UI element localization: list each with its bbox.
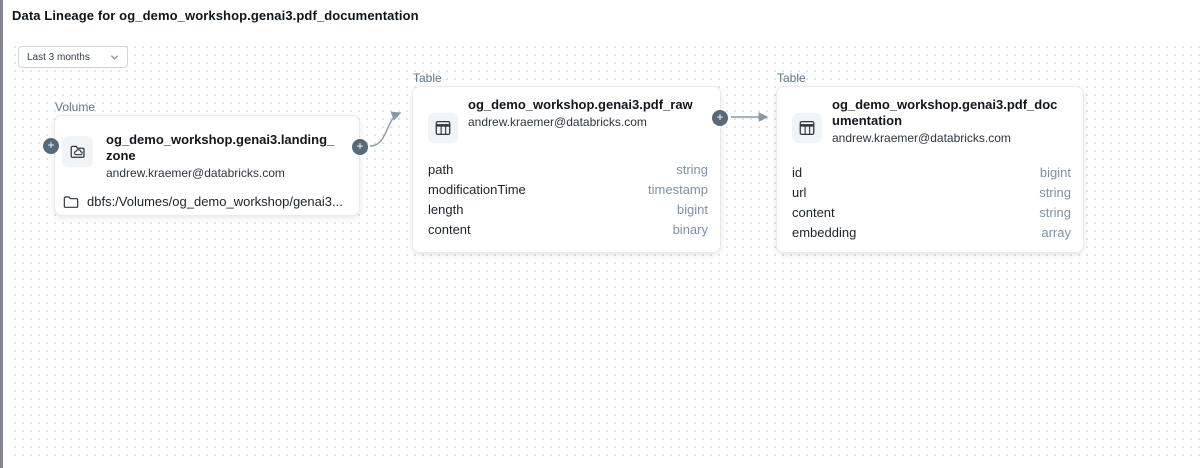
edge-volume-to-pdf-raw	[369, 111, 402, 147]
node-header: og_demo_workshop.genai3.landing_zone and…	[55, 116, 359, 181]
column-row[interactable]: embedding array	[792, 224, 1071, 240]
node-title: og_demo_workshop.genai3.landing_zone	[106, 132, 335, 163]
column-row[interactable]: path string	[428, 161, 708, 177]
time-filter-value: Last 3 months	[27, 51, 90, 63]
node-owner: andrew.kraemer@databricks.com	[468, 115, 647, 129]
column-row[interactable]: modificationTime timestamp	[428, 181, 708, 197]
expand-upstream-button[interactable]: +	[43, 138, 59, 154]
node-kind-label-volume: Volume	[55, 100, 96, 114]
column-row[interactable]: id bigint	[792, 164, 1071, 180]
volume-path-row: dbfs:/Volumes/og_demo_workshop/genai3...	[55, 194, 359, 209]
table-icon	[428, 113, 458, 143]
lineage-node-volume[interactable]: + + og_demo_workshop.genai3.landing_zone…	[43, 115, 368, 216]
folder-icon	[63, 195, 79, 208]
column-row[interactable]: length bigint	[428, 201, 708, 217]
column-row[interactable]: content binary	[428, 221, 708, 237]
lineage-node-pdf-raw[interactable]: + og_demo_workshop.genai3.pdf_raw andrew…	[412, 86, 728, 253]
node-owner: andrew.kraemer@databricks.com	[832, 131, 1011, 145]
node-title: og_demo_workshop.genai3.pdf_raw	[468, 97, 693, 112]
window-left-edge	[0, 0, 3, 468]
volume-path: dbfs:/Volumes/og_demo_workshop/genai3...	[87, 194, 343, 209]
node-owner: andrew.kraemer@databricks.com	[106, 166, 285, 180]
lineage-node-pdf-documentation[interactable]: og_demo_workshop.genai3.pdf_documentatio…	[776, 86, 1084, 253]
chevron-down-icon	[111, 54, 118, 60]
expand-downstream-button[interactable]: +	[352, 139, 368, 155]
page-header: Data Lineage for og_demo_workshop.genai3…	[12, 8, 419, 23]
column-list: id bigint url string content string embe…	[777, 162, 1083, 242]
column-row[interactable]: content string	[792, 204, 1071, 220]
column-row[interactable]: url string	[792, 184, 1071, 200]
page-title: Data Lineage for og_demo_workshop.genai3…	[12, 8, 419, 23]
node-header: og_demo_workshop.genai3.pdf_raw andrew.k…	[413, 87, 720, 143]
node-header: og_demo_workshop.genai3.pdf_documentatio…	[777, 87, 1083, 146]
volume-icon	[62, 136, 93, 167]
time-filter-dropdown[interactable]: Last 3 months	[18, 46, 128, 68]
expand-downstream-button[interactable]: +	[712, 110, 728, 126]
table-icon	[792, 113, 822, 143]
column-list: path string modificationTime timestamp l…	[413, 159, 720, 239]
node-title: og_demo_workshop.genai3.pdf_documentatio…	[832, 97, 1058, 128]
lineage-canvas[interactable]: Last 3 months Volume + + og_demo_worksho…	[8, 40, 1200, 462]
node-kind-label-table-doc: Table	[777, 71, 806, 85]
node-kind-label-table-raw: Table	[413, 71, 442, 85]
